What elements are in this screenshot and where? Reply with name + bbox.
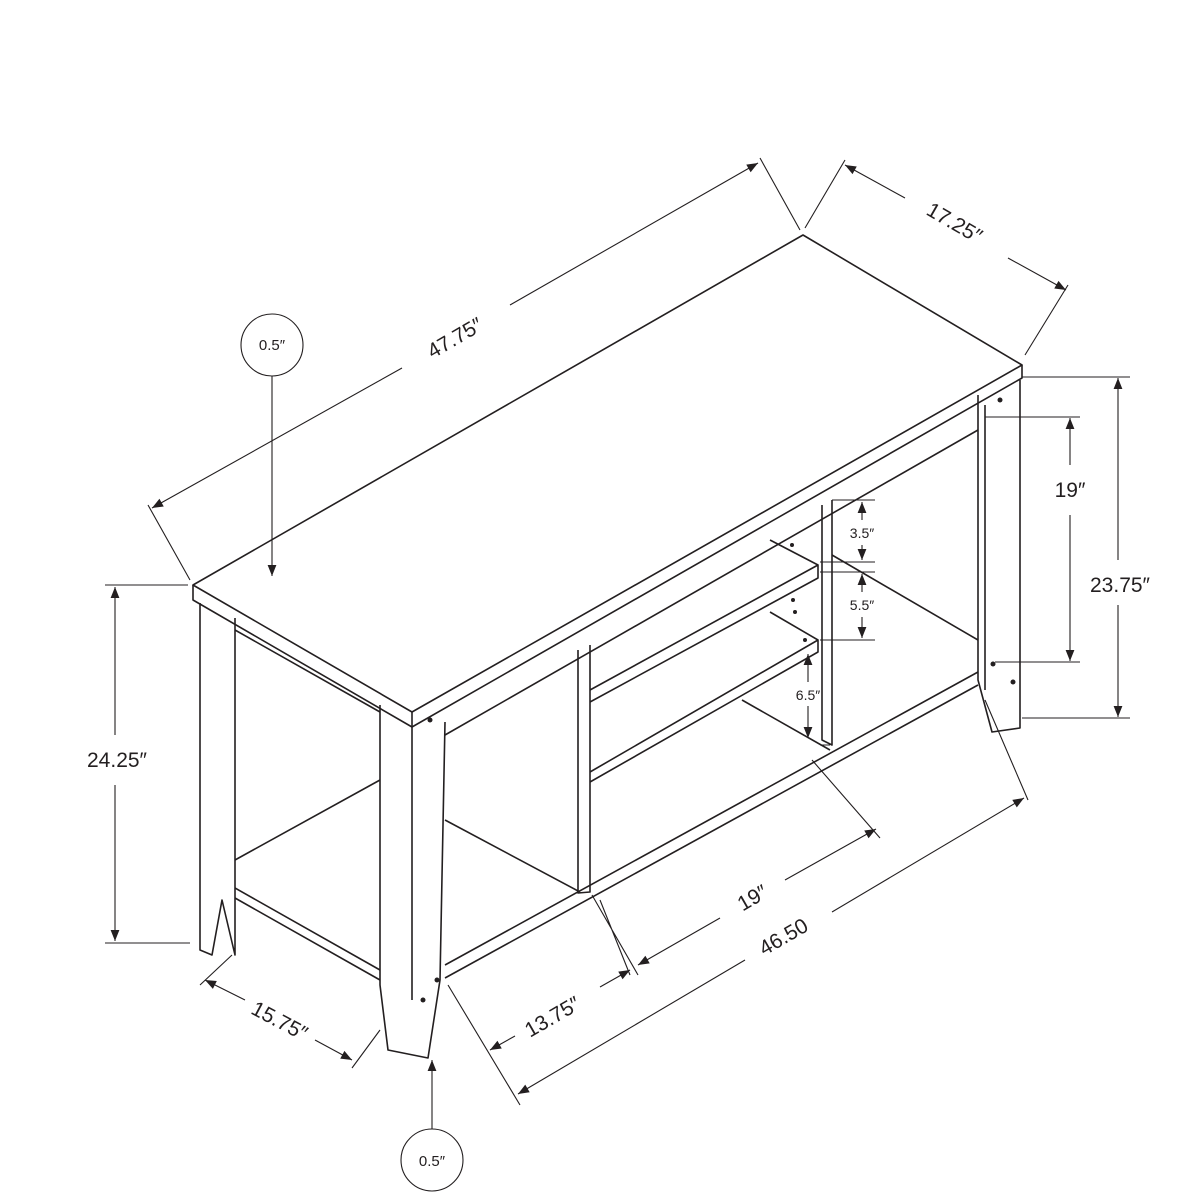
dimension-side-depth: 15.75″ (199, 954, 381, 1069)
label-top-thickness: 0.5″ (259, 337, 286, 354)
label-side-depth: 15.75″ (247, 997, 311, 1046)
label-right-height: 23.75″ (1090, 574, 1151, 597)
label-top-length: 47.75″ (424, 313, 488, 363)
label-left-height: 24.25″ (87, 749, 148, 772)
label-shelf-gap-top: 3.5″ (850, 525, 874, 541)
label-right-opening-height: 19″ (1055, 479, 1086, 502)
dimension-right-height: 23.75″ (1022, 376, 1151, 719)
dimension-top-depth: 17.25″ (804, 159, 1069, 356)
label-right-opening-width: 19″ (734, 880, 773, 916)
dimension-top-length: 47.75″ (147, 157, 801, 581)
label-shelf-gap-bottom: 6.5″ (796, 687, 820, 703)
dimension-right-opening-height: 19″ (985, 416, 1086, 663)
label-leg-thickness: 0.5″ (419, 1153, 446, 1170)
dimension-left-height: 24.25″ (87, 584, 190, 944)
label-top-depth: 17.25″ (923, 198, 987, 248)
label-shelf-gap-middle: 5.5″ (850, 597, 874, 613)
callout-top-thickness: 0.5″ (240, 313, 304, 576)
dimension-bottom-widths: 13.75″ 19″ 46.50 (447, 699, 1029, 1106)
label-left-opening-width: 13.75″ (521, 992, 585, 1042)
label-inner-length: 46.50 (755, 914, 812, 960)
tv-stand-outline (192, 234, 1023, 1059)
callout-leg-thickness: 0.5″ (400, 1060, 464, 1192)
dimension-shelf-gaps: 3.5″ 5.5″ 6.5″ (796, 499, 875, 746)
